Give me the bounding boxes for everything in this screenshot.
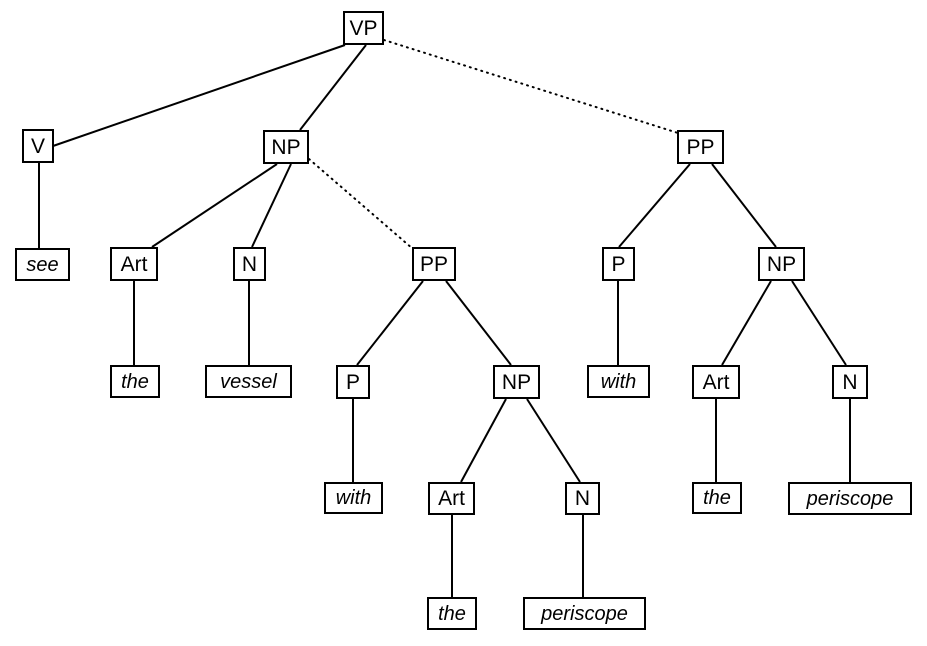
tree-leaf-peri_mid: periscope [523,597,646,630]
tree-node-vp: VP [343,11,384,45]
tree-node-p_right: P [602,247,635,281]
tree-node-art1: Art [110,247,158,281]
tree-edge-np_right-to-n_right [791,280,847,366]
tree-edge-pp_mid-to-np_mid [445,280,512,366]
tree-leaf-the_right: the [692,482,742,514]
tree-node-np1: NP [263,130,309,164]
tree-node-pp_mid: PP [412,247,456,281]
tree-node-art_right: Art [692,365,740,399]
tree-leaf-vessel: vessel [205,365,292,398]
tree-leaf-peri_right: periscope [788,482,912,515]
tree-edge-np1-to-art1 [151,163,278,248]
tree-leaf-the1: the [110,365,160,398]
tree-edge-vp-to-pp_right [383,39,679,134]
tree-edge-np_mid-to-art_mid [460,398,507,483]
tree-leaf-with_mid: with [324,482,383,514]
tree-edge-vp-to-np1 [299,44,367,131]
tree-edge-np_right-to-art_right [721,280,772,366]
tree-leaf-with_right: with [587,365,650,398]
tree-edge-np1-to-n1 [251,163,292,248]
tree-node-np_right: NP [758,247,805,281]
tree-node-v: V [22,129,54,163]
tree-edge-np1-to-pp_mid [308,158,414,250]
tree-node-p_mid: P [336,365,370,399]
tree-node-np_mid: NP [493,365,540,399]
tree-node-pp_right: PP [677,130,724,164]
tree-node-art_mid: Art [428,482,475,515]
tree-leaf-the_mid: the [427,597,477,630]
tree-edge-pp_mid-to-p_mid [356,280,424,366]
tree-leaf-see: see [15,248,70,281]
tree-edge-np_mid-to-n_mid [526,398,581,483]
tree-node-n1: N [233,247,266,281]
tree-edge-pp_right-to-p_right [618,163,691,248]
tree-node-n_right: N [832,365,868,399]
tree-node-n_mid: N [565,482,600,515]
tree-edge-pp_right-to-np_right [711,163,777,248]
